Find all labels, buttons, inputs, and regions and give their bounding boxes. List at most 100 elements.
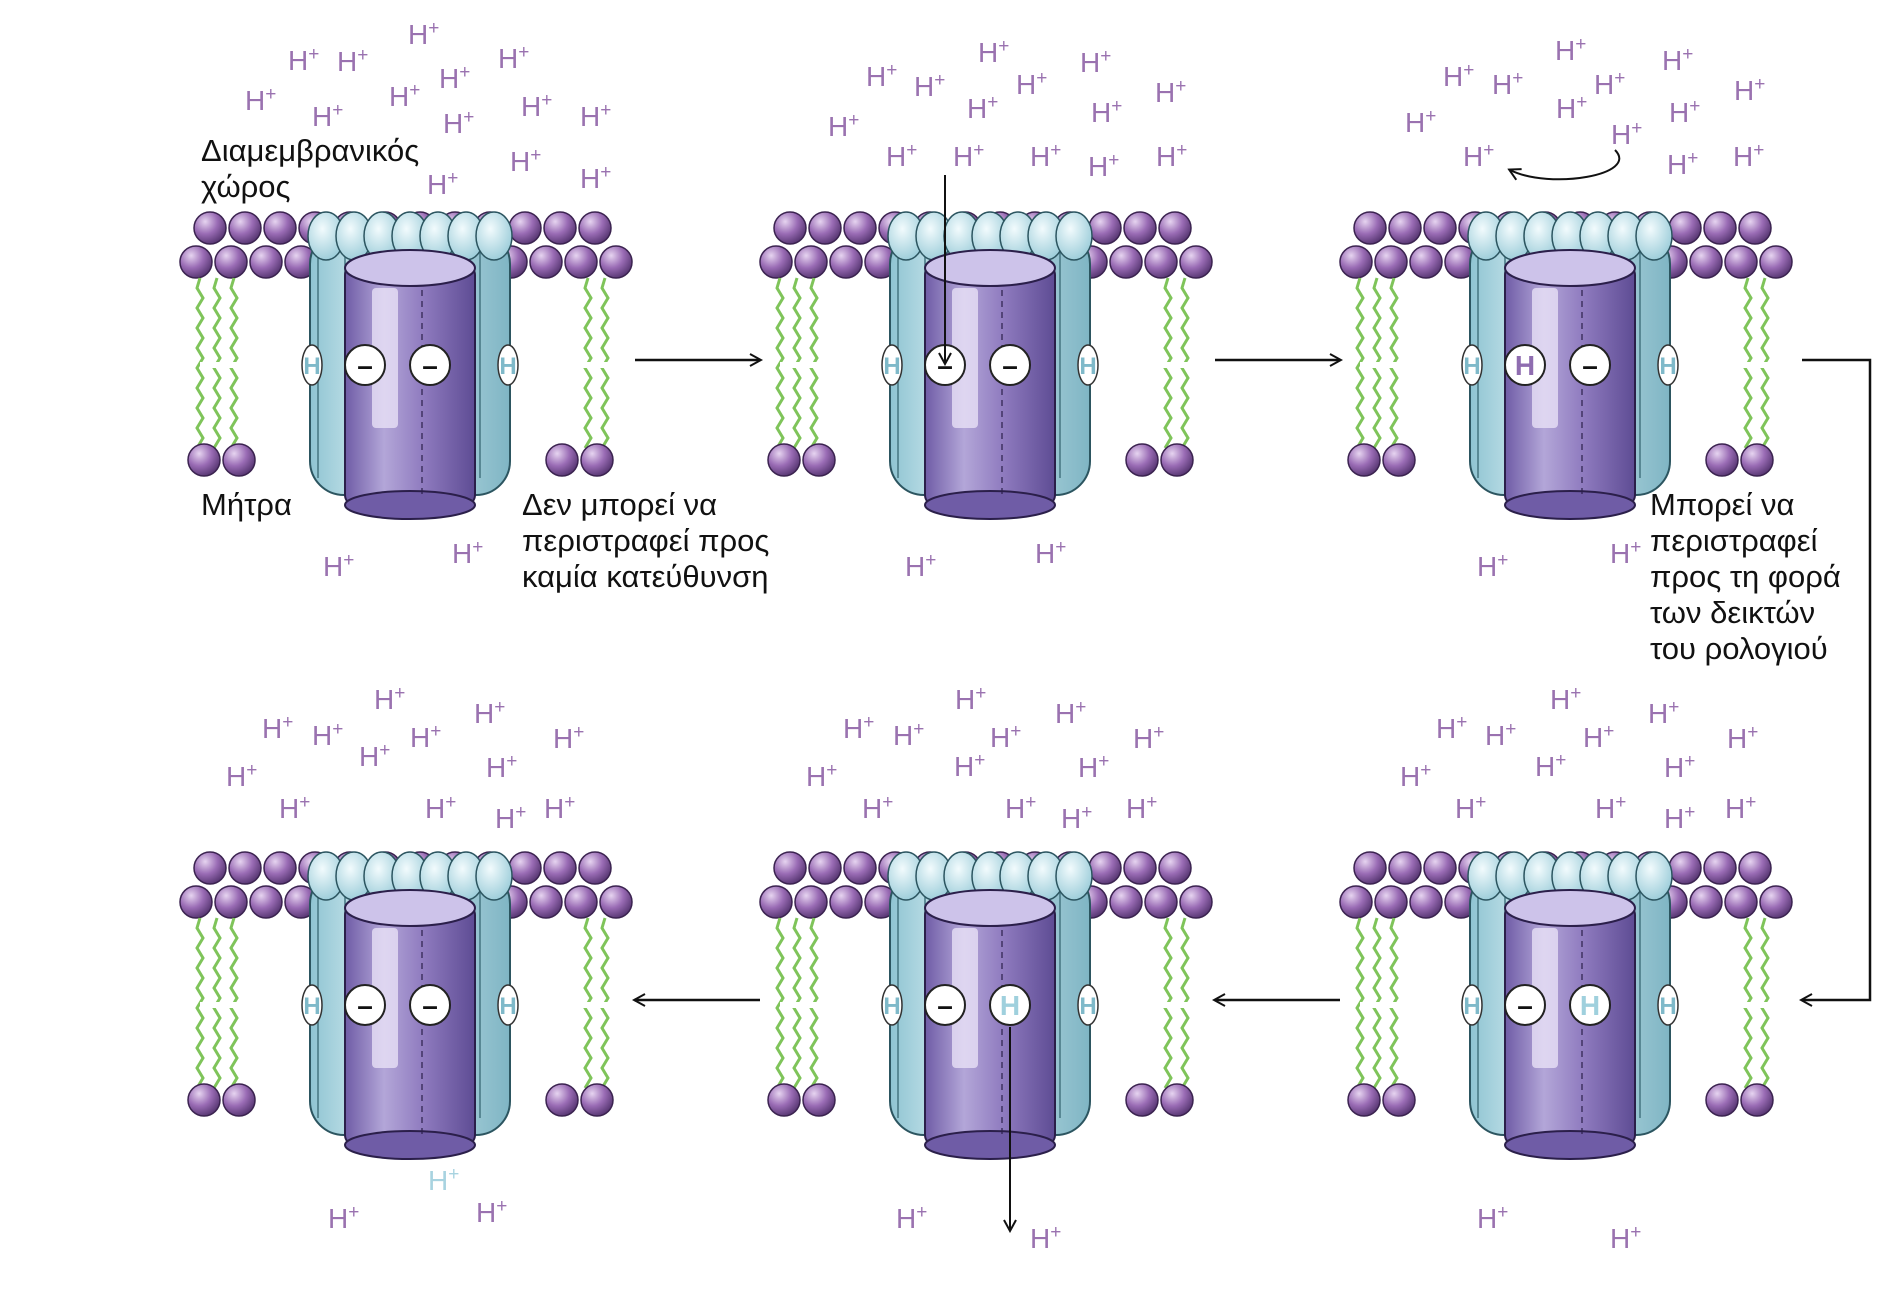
- lipid-head: [179, 245, 213, 279]
- binding-site-label: –: [422, 990, 438, 1021]
- proton-ion: H+: [896, 1202, 928, 1234]
- proton-ion: H+: [1664, 751, 1696, 783]
- proton-ion: H+: [486, 751, 518, 783]
- proton-ion: H+: [1556, 92, 1588, 124]
- proton-ion: H+: [990, 721, 1022, 753]
- proton-ion: H+: [553, 722, 585, 754]
- rotor-cylinder: [1504, 249, 1636, 520]
- proton-ion: H+: [1030, 1222, 1062, 1254]
- rotor-top: [1504, 249, 1636, 287]
- lipid-head: [214, 885, 248, 919]
- ring-edge-site: [301, 344, 323, 386]
- rotor-top: [924, 889, 1056, 927]
- proton-ion: H+: [1061, 802, 1093, 834]
- proton-ion: H+: [374, 683, 406, 715]
- lipid-head: [1125, 1083, 1159, 1117]
- binding-site: [344, 984, 386, 1026]
- ring-edge-proton-label: H: [303, 353, 320, 380]
- c-ring-lobe: [475, 851, 513, 901]
- rotor-highlight: [1532, 288, 1558, 428]
- rotor-highlight: [372, 288, 398, 428]
- lipid-head: [802, 443, 836, 477]
- proton-ion: H+: [425, 792, 457, 824]
- proton-ion: H+: [226, 760, 258, 792]
- lipid-head: [222, 1083, 256, 1117]
- lipid-head: [1738, 211, 1772, 245]
- cannot-rotate-label: Δεν μπορεί να περιστραφεί προς καμία κατ…: [522, 487, 769, 595]
- proton-ion: H+: [953, 140, 985, 172]
- binding-site: [344, 344, 386, 386]
- c-ring-lobe: [1635, 851, 1673, 901]
- proton-ion: H+: [427, 168, 459, 200]
- proton-ion: H+: [1595, 792, 1627, 824]
- cannot-rotate-line-2: περιστραφεί προς: [522, 523, 770, 558]
- rotor-cylinder: [1504, 889, 1636, 1160]
- proton-ion: H+: [1664, 802, 1696, 834]
- c-ring-lobe: [1055, 211, 1093, 261]
- lipid-head: [1123, 211, 1157, 245]
- lipid-head: [1705, 1083, 1739, 1117]
- proton-ion: H+: [1727, 722, 1759, 754]
- lipid-head: [599, 885, 633, 919]
- can-rotate-line-5: του ρολογιού: [1650, 631, 1828, 666]
- binding-site: [1569, 984, 1611, 1026]
- proton-ion: H+: [521, 90, 553, 122]
- ring-edge-proton-label: H: [499, 993, 516, 1020]
- proton-ion: H+: [1610, 1222, 1642, 1254]
- lipid-head: [263, 211, 297, 245]
- binding-site-label: –: [1517, 990, 1533, 1021]
- binding-site: [924, 984, 966, 1026]
- proton-ion: H+: [1733, 140, 1765, 172]
- lipid-head: [228, 211, 262, 245]
- proton-ion: H+: [1400, 760, 1432, 792]
- lipid-head: [1374, 245, 1408, 279]
- binding-site-label: H: [1515, 350, 1535, 381]
- lipid-head: [808, 851, 842, 885]
- ring-edge-site: [1657, 344, 1679, 386]
- lipid-head: [263, 851, 297, 885]
- proton-ion: H+: [1662, 44, 1694, 76]
- proton-ion: H+: [1535, 750, 1567, 782]
- rotor-cylinder: [344, 249, 476, 520]
- rotor-cylinder: [344, 889, 476, 1160]
- lipid-head: [222, 443, 256, 477]
- lipid-head: [1409, 885, 1443, 919]
- lipid-head: [1109, 885, 1143, 919]
- binding-site-label: –: [937, 990, 953, 1021]
- matrix-label: Μήτρα: [201, 487, 292, 522]
- binding-site: [1504, 344, 1546, 386]
- intermembrane-space-label: Διαμεμβρανικός χώρος: [201, 133, 419, 205]
- c-ring-lobe: [1055, 851, 1093, 901]
- proton-ion: H+: [1035, 537, 1067, 569]
- can-rotate-line-4: των δεικτών: [1650, 595, 1816, 630]
- proton-ion: H+: [1030, 140, 1062, 172]
- proton-ion: H+: [914, 70, 946, 102]
- lipid-head: [1409, 245, 1443, 279]
- can-rotate-line-3: προς τη φορά: [1650, 559, 1841, 594]
- lipid-head: [1740, 1083, 1774, 1117]
- proton-ion: H+: [1005, 792, 1037, 824]
- ring-edge-proton-label: H: [303, 993, 320, 1020]
- proton-ion: H+: [389, 80, 421, 112]
- lipid-head: [1347, 443, 1381, 477]
- lipid-head: [1339, 885, 1373, 919]
- proton-ion: H+: [1455, 792, 1487, 824]
- lipid-head: [843, 211, 877, 245]
- lipid-head: [564, 245, 598, 279]
- lipid-head: [1724, 245, 1758, 279]
- lipid-head: [564, 885, 598, 919]
- proton-ion: H+: [580, 100, 612, 132]
- lipid-head: [1088, 211, 1122, 245]
- binding-site-label: –: [1002, 350, 1018, 381]
- lipid-head: [578, 851, 612, 885]
- rotor-highlight: [1532, 928, 1558, 1068]
- proton-ion: H+: [1078, 751, 1110, 783]
- lipid-head: [794, 885, 828, 919]
- proton-ion: H+: [866, 60, 898, 92]
- proton-ion: H+: [978, 36, 1010, 68]
- ring-edge-proton-label: H: [883, 993, 900, 1020]
- clockwise-rotation-icon: [1510, 149, 1621, 179]
- rotor-highlight: [952, 288, 978, 428]
